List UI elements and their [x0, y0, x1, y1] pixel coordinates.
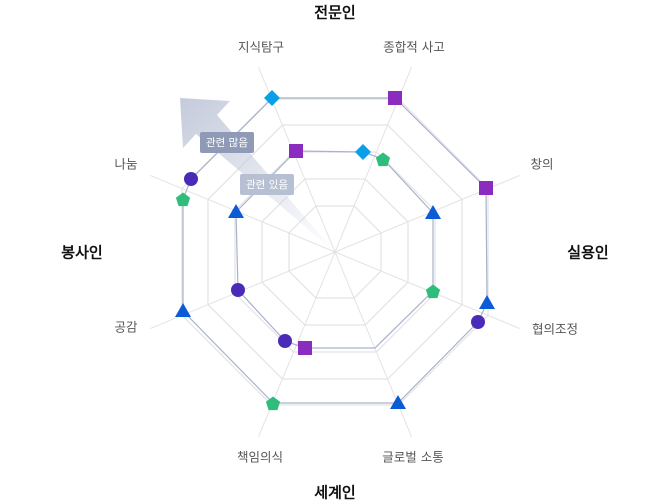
triangle-marker: [425, 205, 441, 219]
axis-label: 공감: [114, 319, 138, 335]
axis-label: 글로벌 소통: [382, 449, 444, 465]
pentagon-marker: [265, 396, 281, 411]
triangle-marker: [390, 395, 406, 409]
diamond-marker: [264, 90, 280, 106]
square-marker: [388, 91, 402, 105]
axis-line: [150, 175, 336, 253]
inner-path: [235, 150, 434, 349]
axis-label: 나눔: [114, 156, 138, 172]
axis-label: 종합적 사고: [383, 39, 445, 55]
triangle-marker: [479, 295, 495, 309]
category-right: 실용인: [567, 243, 609, 262]
pentagon-marker: [375, 152, 391, 167]
axis-line: [334, 251, 412, 437]
markers: [175, 90, 495, 411]
diamond-marker: [355, 144, 371, 160]
axis-label: 책임의식: [236, 449, 284, 465]
category-bottom: 세계인: [314, 483, 356, 502]
category-left: 봉사인: [61, 243, 103, 262]
triangle-marker: [228, 204, 244, 218]
square-marker: [479, 181, 493, 195]
pentagon-marker: [175, 192, 191, 207]
circle-marker: [278, 334, 292, 348]
triangle-marker: [175, 303, 191, 317]
axis-label: 창의: [530, 156, 554, 172]
square-marker: [289, 144, 303, 158]
pentagon-marker: [425, 284, 441, 299]
axis-label: 협의조정: [531, 321, 579, 337]
category-top: 전문인: [314, 3, 356, 22]
label-weak-relevance: 관련 있음: [240, 174, 294, 195]
circle-marker: [471, 315, 485, 329]
axis-label: 지식탐구: [237, 39, 285, 55]
label-strong-relevance: 관련 많음: [200, 132, 254, 153]
circle-marker: [231, 283, 245, 297]
square-marker: [298, 341, 312, 355]
circle-marker: [184, 172, 198, 186]
